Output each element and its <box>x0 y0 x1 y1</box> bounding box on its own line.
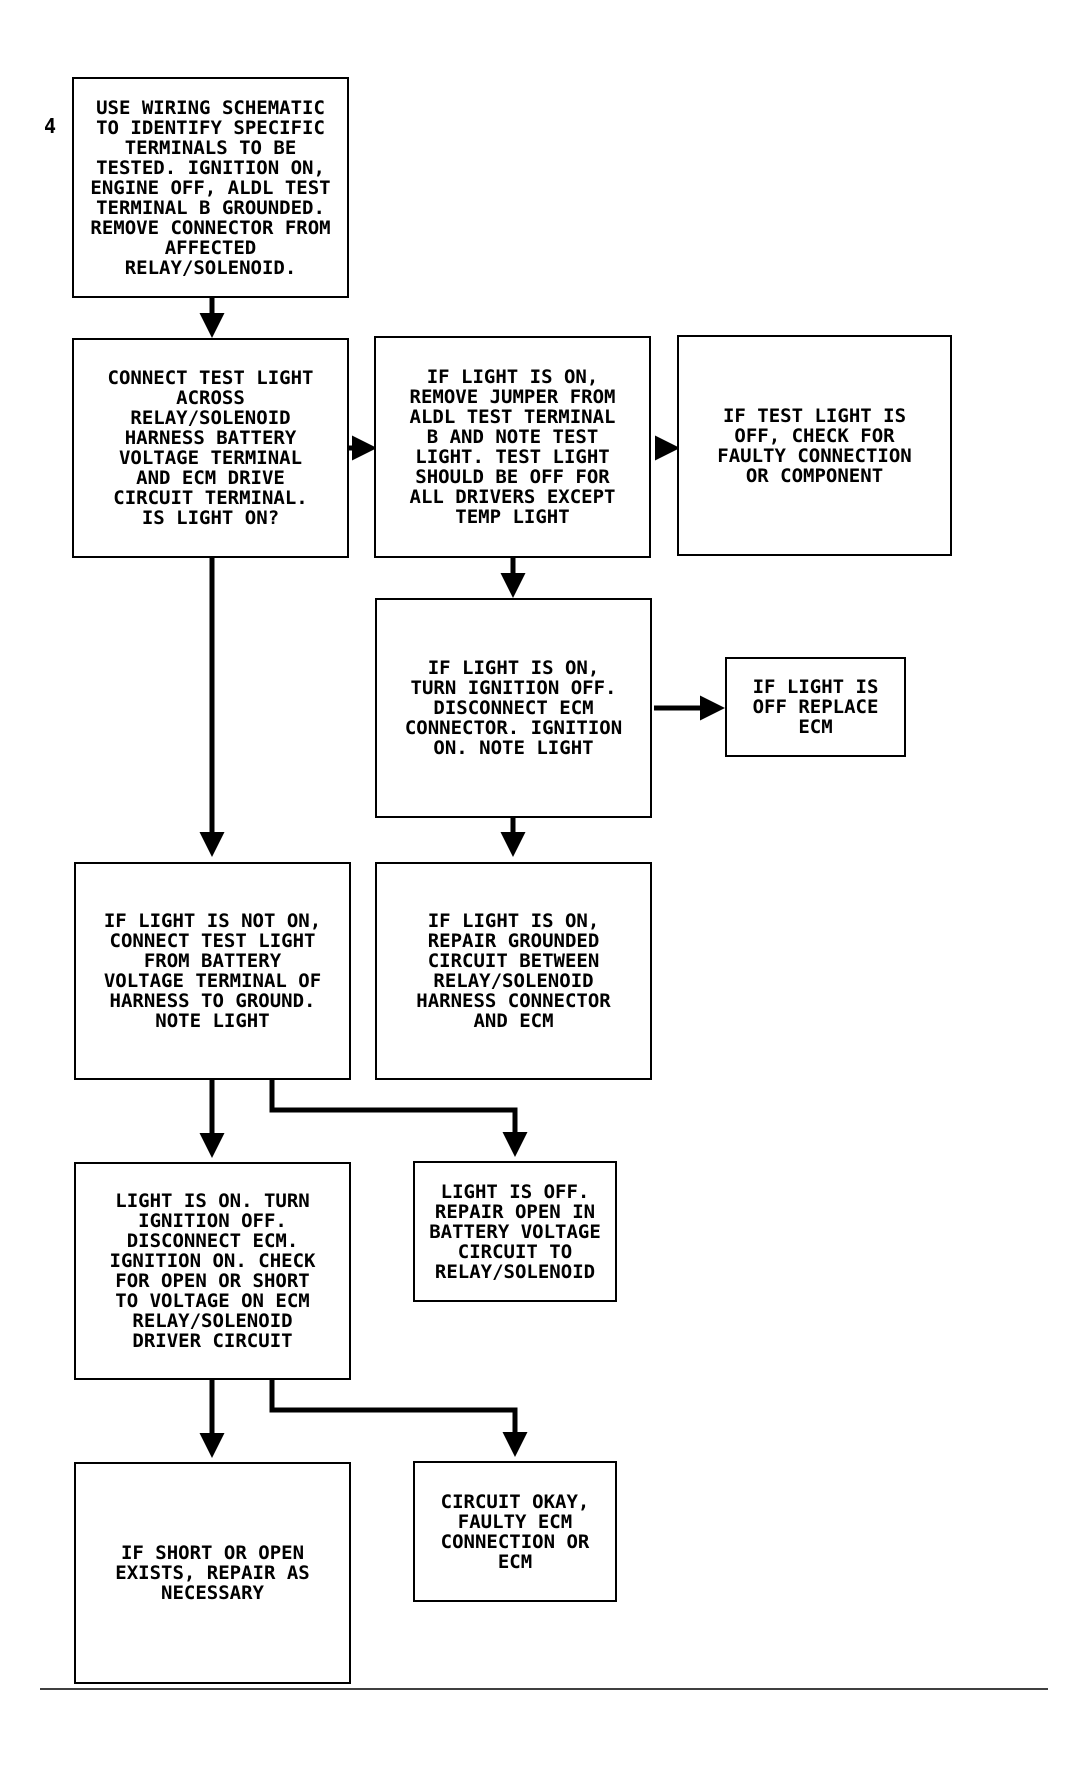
step-box-7: IF LIGHT IS NOT ON, CONNECT TEST LIGHT F… <box>74 862 351 1080</box>
step-box-11: IF SHORT OR OPEN EXISTS, REPAIR AS NECES… <box>74 1462 351 1684</box>
arrow-b7-b10 <box>269 1080 528 1157</box>
step-box-5: IF LIGHT IS ON, TURN IGNITION OFF. DISCO… <box>375 598 652 818</box>
step-box-9: LIGHT IS ON. TURN IGNITION OFF. DISCONNE… <box>74 1162 351 1380</box>
step-box-12: CIRCUIT OKAY, FAULTY ECM CONNECTION OR E… <box>413 1461 617 1602</box>
step-box-3: IF LIGHT IS ON, REMOVE JUMPER FROM ALDL … <box>374 336 651 558</box>
step-box-8: IF LIGHT IS ON, REPAIR GROUNDED CIRCUIT … <box>375 862 652 1080</box>
step-number: 4 <box>44 114 57 138</box>
step-box-4: IF TEST LIGHT IS OFF, CHECK FOR FAULTY C… <box>677 335 952 556</box>
step-box-2: CONNECT TEST LIGHT ACROSS RELAY/SOLENOID… <box>72 338 349 558</box>
arrow-b9-b12 <box>269 1380 528 1457</box>
step-box-6: IF LIGHT IS OFF REPLACE ECM <box>725 657 906 757</box>
step-box-1: USE WIRING SCHEMATIC TO IDENTIFY SPECIFI… <box>72 77 349 298</box>
step-box-10: LIGHT IS OFF. REPAIR OPEN IN BATTERY VOL… <box>413 1161 617 1302</box>
